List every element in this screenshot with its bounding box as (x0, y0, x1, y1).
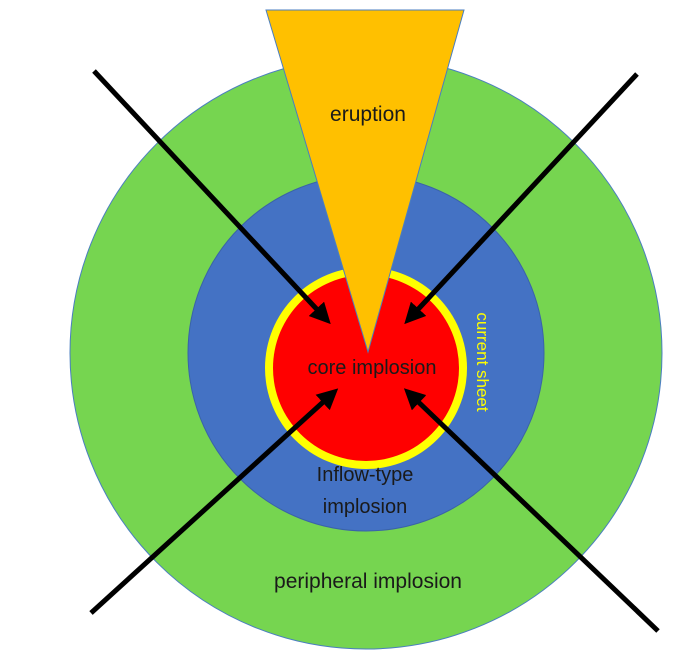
arrow-bottom-right (403, 388, 660, 633)
core-implosion-label: core implosion (308, 357, 437, 379)
current-sheet-label: current sheet (473, 312, 492, 411)
peripheral-implosion-label: peripheral implosion (274, 570, 462, 593)
arrow-top-right (404, 72, 639, 325)
arrow-top-left (92, 69, 331, 325)
inflow-implosion-label-line2: implosion (323, 496, 407, 518)
arrow-bottom-left (89, 388, 339, 615)
eruption-cone (265, 9, 465, 354)
inflow-implosion-label-line1: Inflow-type (317, 464, 414, 486)
eruption-label: eruption (330, 103, 406, 126)
